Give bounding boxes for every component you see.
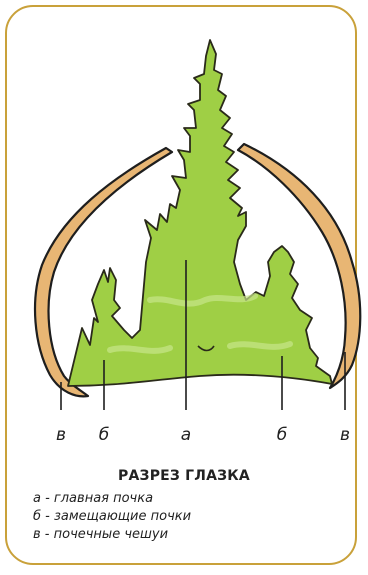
label-right-bud: б [277,425,287,445]
bud-tissue [68,40,332,386]
label-main-bud: а [181,425,191,445]
legend-item-main-bud: а - главная почка [33,490,191,508]
legend-item-bud-scales: в - почечные чешуи [33,526,191,544]
legend: а - главная почка б - замещающие почки в… [33,490,191,544]
label-right-scale: в [340,425,350,445]
diagram-title: РАЗРЕЗ ГЛАЗКА [0,468,368,484]
label-left-scale: в [56,425,66,445]
label-left-bud: б [99,425,109,445]
legend-item-replacement-buds: б - замещающие почки [33,508,191,526]
